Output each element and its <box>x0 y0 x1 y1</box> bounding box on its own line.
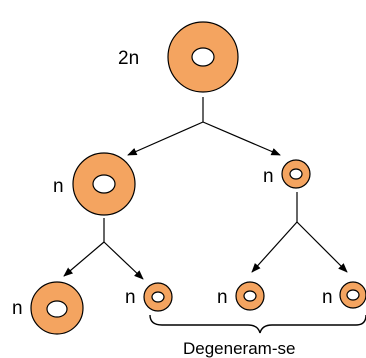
second-cell-4-ploidy-label: n <box>322 287 333 308</box>
first-left-cell <box>72 152 136 216</box>
first-left-ploidy-label: n <box>53 176 64 197</box>
degeneration-caption: Degeneram-se <box>183 339 295 358</box>
first-division-arrows <box>127 97 281 156</box>
second-cell-2 <box>143 282 173 312</box>
second-cell-3-ploidy-label: n <box>217 287 228 308</box>
second-division-left-arrows <box>63 218 144 280</box>
second-cell-4 <box>339 281 366 309</box>
second-cell-1 <box>30 281 84 335</box>
parent-cell <box>167 21 239 93</box>
first-right-cell <box>281 159 311 189</box>
second-division-right-arrows <box>251 192 348 273</box>
degeneration-brace <box>149 314 366 334</box>
parent-ploidy-label: 2n <box>118 48 139 69</box>
second-cell-2-ploidy-label: n <box>125 287 136 308</box>
second-cell-3 <box>235 281 265 311</box>
first-right-ploidy-label: n <box>263 166 274 187</box>
second-cell-1-ploidy-label: n <box>12 298 23 319</box>
